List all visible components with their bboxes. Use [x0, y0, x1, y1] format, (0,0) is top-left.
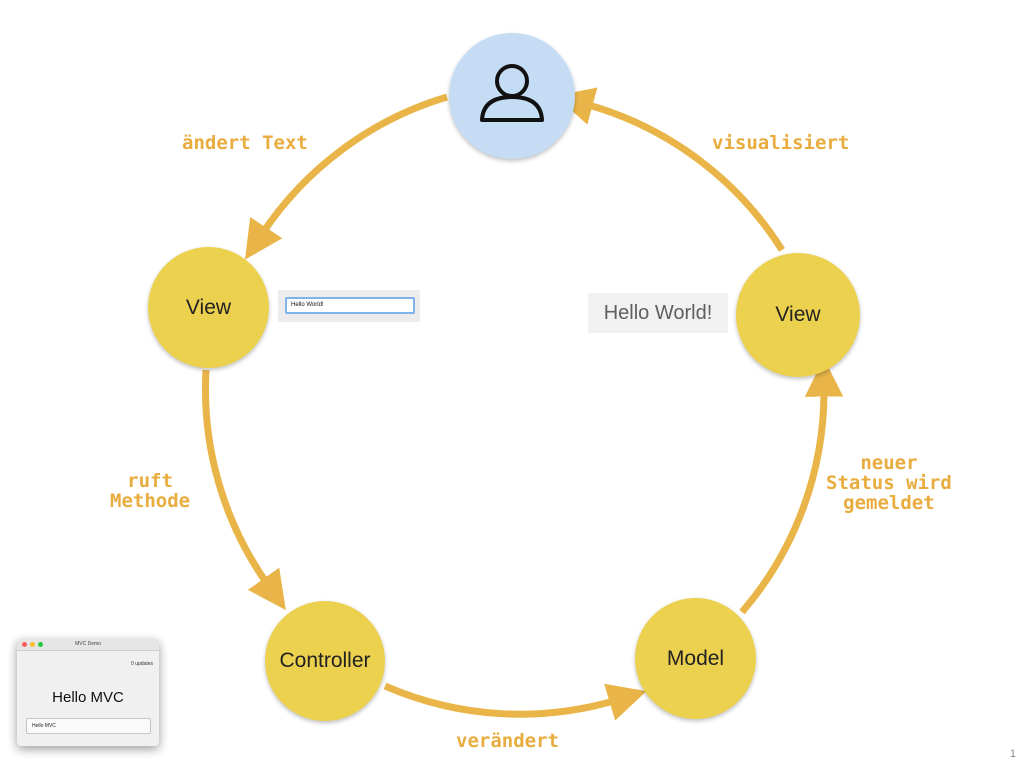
arrow-model-to-view-right	[739, 358, 844, 615]
arrow-controller-to-model	[383, 682, 647, 721]
view-right-label: View	[775, 303, 821, 326]
edge-label-ruft-line1: ruft	[127, 470, 173, 492]
model-node: Model	[635, 598, 756, 719]
edge-label-neuer-status: neuer Status wird gemeldet	[826, 452, 952, 514]
window-titlebar: MVC Demo	[17, 639, 159, 651]
window-title: MVC Demo	[75, 641, 101, 647]
hello-world-display: Hello World!	[588, 293, 728, 333]
app-heading: Hello MVC	[52, 689, 124, 706]
edge-label-veraendert: verändert	[456, 730, 559, 752]
model-label: Model	[666, 646, 725, 670]
edge-label-ruft-line2: Methode	[110, 489, 191, 512]
view-left-node: View	[148, 247, 269, 368]
arrow-user-to-view-left	[244, 93, 449, 260]
edge-label-neuer-line1: neuer	[860, 452, 918, 474]
minimize-window-button[interactable]	[30, 642, 35, 647]
edge-label-neuer-line2: Status wird	[826, 471, 952, 494]
zoom-window-button[interactable]	[38, 642, 43, 647]
user-icon	[480, 64, 544, 122]
text-field[interactable]: Hello World!	[285, 297, 415, 314]
edge-label-neuer-line3: gemeldet	[843, 491, 935, 514]
user-node	[449, 33, 575, 159]
controller-label: Controller	[279, 649, 371, 672]
page-number: 1	[1009, 748, 1016, 760]
view-right-node: View	[736, 253, 860, 377]
view-left-label: View	[185, 295, 232, 319]
text-field-screenshot: Hello World!	[278, 290, 420, 322]
arrow-view-right-to-user	[555, 87, 785, 252]
edge-label-ruft-methode: ruft Methode	[110, 470, 191, 512]
arrow-view-left-to-controller	[201, 369, 286, 611]
close-window-button[interactable]	[22, 642, 27, 647]
app-text-field[interactable]: Hello MVC	[26, 718, 151, 734]
edge-label-visualisiert: visualisiert	[712, 132, 850, 154]
edge-label-aendert-text: ändert Text	[182, 132, 308, 154]
mvc-demo-window: MVC Demo 0 updates Hello MVC Hello MVC	[17, 639, 159, 746]
controller-node: Controller	[265, 601, 385, 721]
updates-count: 0 updates	[131, 661, 153, 667]
